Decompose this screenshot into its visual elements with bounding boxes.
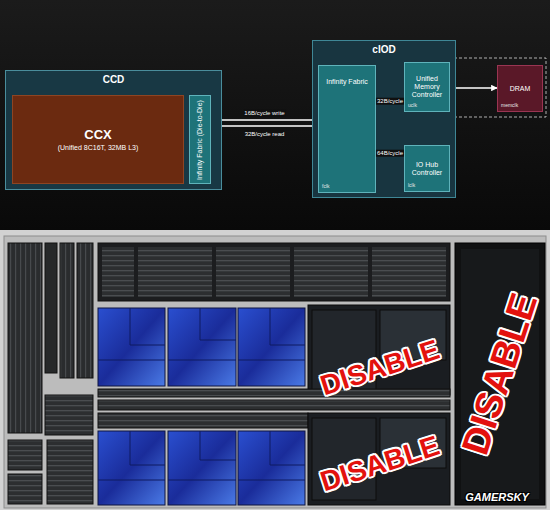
dark-ground (0, 0, 550, 230)
node-title: DRAM (500, 84, 540, 92)
fabric-box: Infinity Fabric fclk (318, 65, 376, 193)
node-title: IO Hub Controller (407, 160, 447, 176)
controller-box: Unified Memory Controller uclk (404, 62, 450, 112)
bandwidth-label: 16B/cycle write (243, 110, 285, 117)
node-title: CCD (6, 74, 221, 86)
bandwidth-label: 32B/cycle (376, 98, 404, 105)
core-complex-box: CCX(Unified 8C16T, 32MB L3) (12, 95, 184, 184)
disable-stamp: DISABLE (454, 288, 546, 460)
fabric-port-box: Infinity Fabric (Die-to-Die) (189, 95, 211, 184)
node-title: Unified Memory Controller (407, 75, 447, 99)
bus-arrow (211, 125, 318, 126)
node-subtext: uclk (408, 103, 417, 109)
watermark: GAMERSKY (465, 491, 529, 503)
disable-stamp: DISABLE (317, 430, 444, 498)
text-group: CCX(Unified 8C16T, 32MB L3) (15, 127, 181, 153)
dashed-group-outline (399, 58, 546, 117)
disable-stamp: DISABLE (317, 334, 444, 402)
node-title: CCX (15, 127, 181, 144)
bandwidth-label: 32B/cycle read (244, 131, 286, 138)
node-title: Infinity Fabric (321, 78, 373, 86)
node-title: cIOD (313, 44, 455, 56)
node-subtext: fclk (322, 184, 330, 190)
node-subtext: lclk (408, 183, 415, 189)
node-subtext: memclk (501, 103, 518, 109)
bandwidth-label: 64B/cycle (376, 150, 404, 157)
node-subtext: (Unified 8C16T, 32MB L3) (15, 143, 181, 152)
controller-box: IO Hub Controller lclk (404, 145, 450, 192)
memory-box: DRAM memclk (497, 65, 543, 112)
die-box: CCD CCX(Unified 8C16T, 32MB L3) Infinity F… (5, 70, 222, 190)
node-title: Infinity Fabric (Die-to-Die) (196, 97, 204, 183)
bus-arrow (211, 119, 318, 120)
io-die-box: cIOD Infinity Fabric fclk Unified Memory Co… (312, 40, 456, 198)
bus-arrow (450, 87, 497, 88)
